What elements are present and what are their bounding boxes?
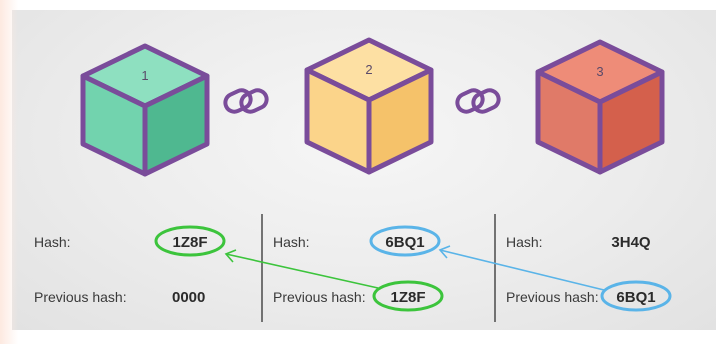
- block-3-hash-label: Hash:: [506, 234, 543, 250]
- block-2-cube: 2: [304, 37, 434, 175]
- block-1-prev-hash-label: Previous hash:: [34, 289, 127, 305]
- block-3-right-face: [597, 69, 665, 175]
- block-1-right-face: [142, 73, 210, 177]
- chain-link-icon: [455, 88, 501, 114]
- block-3-hash-value: 3H4Q: [611, 234, 651, 251]
- left-edge-glow: [0, 0, 18, 344]
- block-1-cube: 1: [80, 43, 210, 177]
- block-3-prev-hash-label: Previous hash:: [506, 289, 599, 305]
- prev-hash-arrow-blue: [438, 245, 605, 291]
- block-3-number: 3: [596, 64, 603, 79]
- block-2-prev-hash-label: Previous hash:: [273, 289, 366, 305]
- block-1-prev-hash-value: 0000: [172, 289, 205, 306]
- block-2-right-face: [366, 67, 434, 175]
- block-3-prev-hash-highlight: [600, 280, 672, 312]
- block-1-hash-label: Hash:: [34, 234, 71, 250]
- block-2-hash-value: 6BQ1: [385, 234, 424, 251]
- block-2-number: 2: [365, 62, 372, 77]
- chain-link-icon: [223, 88, 269, 114]
- prev-hash-arrow-green: [224, 249, 379, 289]
- block-1-hash-value: 1Z8F: [172, 234, 207, 251]
- block-3-prev-hash-value: 6BQ1: [616, 289, 655, 306]
- block-1-number: 1: [141, 68, 148, 83]
- block-1-hash-highlight: [154, 225, 226, 257]
- block-2-prev-hash-value: 1Z8F: [390, 289, 425, 306]
- block-2-hash-highlight: [369, 225, 441, 257]
- block-2-hash-label: Hash:: [273, 234, 310, 250]
- block-2-prev-hash-highlight: [372, 280, 444, 312]
- block-3-cube: 3: [535, 39, 665, 175]
